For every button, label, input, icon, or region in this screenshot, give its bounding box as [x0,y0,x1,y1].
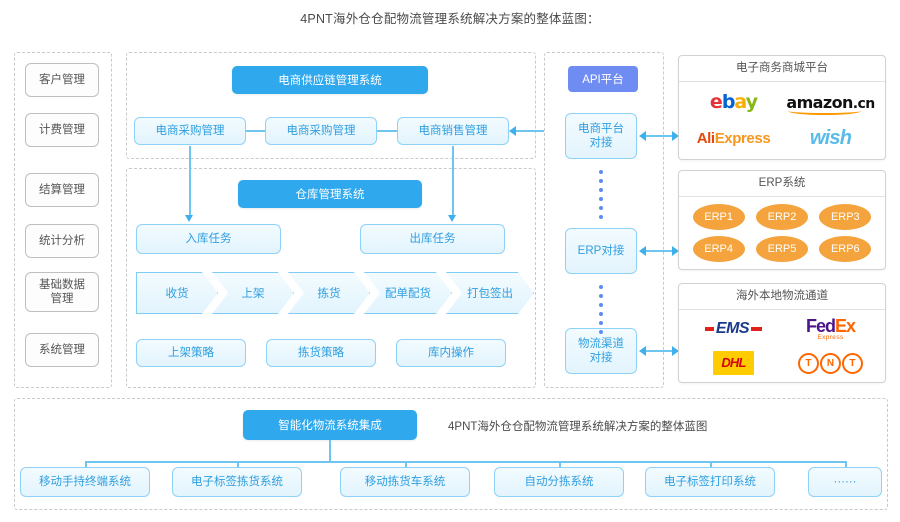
connector-purchase-to-inbound-arrow [185,215,193,222]
sidebar-region [14,52,112,388]
connector-ecplatform-to-mall-line [645,135,675,137]
supply-chain-header: 电商供应链管理系统 [232,66,428,94]
bottom-item-eslabel-picking[interactable]: 电子标签拣货系统 [172,467,302,497]
bottom-item-more[interactable]: ······ [808,467,882,497]
erp-system-panel-title: ERP系统 [679,171,885,197]
erp-item[interactable]: ERP1 [689,202,748,233]
erp-item[interactable]: ERP5 [753,234,812,265]
connector-mall-to-ecplatform-arrow [639,130,646,141]
connector-ec-platform[interactable]: 电商平台 对接 [565,113,637,159]
sidebar-item-customer[interactable]: 客户管理 [25,63,99,97]
overseas-logistics-panel-title: 海外本地物流通道 [679,284,885,310]
bottom-item-mobile-terminal[interactable]: 移动手持终端系统 [20,467,150,497]
sidebar-item-basic-data[interactable]: 基础数据 管理 [25,272,99,312]
connector-ecplatform-to-mall-arrow [672,130,679,141]
strategy-picking[interactable]: 拣货策略 [266,339,376,367]
bottom-tree-trunk [329,440,331,462]
smart-logistics-header: 智能化物流系统集成 [243,410,417,440]
sidebar-item-statistics[interactable]: 统计分析 [25,224,99,258]
sidebar-item-settlement[interactable]: 结算管理 [25,173,99,207]
bottom-tree-drop-4 [559,461,561,469]
ebay-logo: ebay [709,91,758,114]
sidebar-item-system[interactable]: 系统管理 [25,333,99,367]
connector-logistics-line1: 物流渠道 [578,337,624,350]
ec-purchase-module-2[interactable]: 电商采购管理 [265,117,377,145]
outbound-task-box[interactable]: 出库任务 [360,224,505,254]
aliexpress-logo: AliExpress [696,130,771,148]
inbound-task-box[interactable]: 入库任务 [136,224,281,254]
connector-channels-to-logistics-arrow [639,345,646,356]
sidebar-item-billing[interactable]: 计费管理 [25,113,99,147]
connector-purchase1-purchase2 [246,130,265,132]
strategy-putaway[interactable]: 上架策略 [136,339,246,367]
connector-erp[interactable]: ERP对接 [565,228,637,274]
connector-ec-platform-line2: 对接 [589,137,613,149]
bottom-tree-drop-3 [405,461,407,469]
connector-sales-to-outbound-line [452,146,454,216]
bottom-item-auto-sorting[interactable]: 自动分拣系统 [494,467,624,497]
connector-logistics-to-channels-line [645,350,675,352]
process-step-putaway[interactable]: 上架 [212,272,294,314]
amazon-logo: amazon.cn [786,84,875,121]
bottom-item-mobile-cart[interactable]: 移动拣货车系统 [340,467,470,497]
erp-item[interactable]: ERP2 [753,202,812,233]
warehouse-header: 仓库管理系统 [238,180,422,208]
connector-logistics-channel[interactable]: 物流渠道 对接 [565,328,637,374]
wish-logo: wish [809,127,852,150]
ec-purchase-module-1[interactable]: 电商采购管理 [134,117,246,145]
connector-purchase-to-inbound-line [189,146,191,216]
connector-api-to-supplychain-line [516,130,566,132]
api-dots-lower [599,285,603,334]
bottom-tree-drop-6 [845,461,847,469]
dhl-logo: DHL [689,346,778,380]
bottom-tree-drop-2 [237,461,239,469]
ec-sales-module[interactable]: 电商销售管理 [397,117,509,145]
process-step-receive[interactable]: 收货 [136,272,218,314]
ecommerce-mall-panel: 电子商务商城平台 ebay amazon.cn AliExpress wish [678,55,886,160]
connector-ec-platform-line1: 电商平台 [578,122,624,135]
connector-sales-to-outbound-arrow [448,215,456,222]
connector-erpsys-to-erp-arrow [639,245,646,256]
bottom-item-eslabel-printing[interactable]: 电子标签打印系统 [645,467,775,497]
api-dots-upper [599,170,603,219]
connector-erp-to-erpsys-line [645,250,675,252]
bottom-tree-drop-1 [85,461,87,469]
erp-system-panel: ERP系统 ERP1 ERP2 ERP3 ERP4 ERP5 ERP6 [678,170,886,270]
connector-logistics-line2: 对接 [589,352,613,364]
connector-purchase2-sales [377,130,397,132]
page-title: 4PNT海外仓仓配物流管理系统解决方案的整体蓝图： [300,12,600,26]
erp-item[interactable]: ERP4 [689,234,748,265]
connector-erp-to-erpsys-arrow [672,245,679,256]
strategy-inwarehouse-ops[interactable]: 库内操作 [396,339,506,367]
erp-item[interactable]: ERP3 [816,202,875,233]
ems-logo: EMS [689,312,778,346]
connector-api-to-supplychain-arrow [509,125,516,136]
connector-logistics-to-channels-arrow [672,345,679,356]
erp-item[interactable]: ERP6 [816,234,875,265]
bottom-tree-bus [85,461,845,463]
api-platform-header: API平台 [568,66,638,92]
ecommerce-mall-panel-title: 电子商务商城平台 [679,56,885,82]
bottom-tree-drop-5 [710,461,712,469]
bottom-note: 4PNT海外仓仓配物流管理系统解决方案的整体蓝图 [448,421,708,433]
